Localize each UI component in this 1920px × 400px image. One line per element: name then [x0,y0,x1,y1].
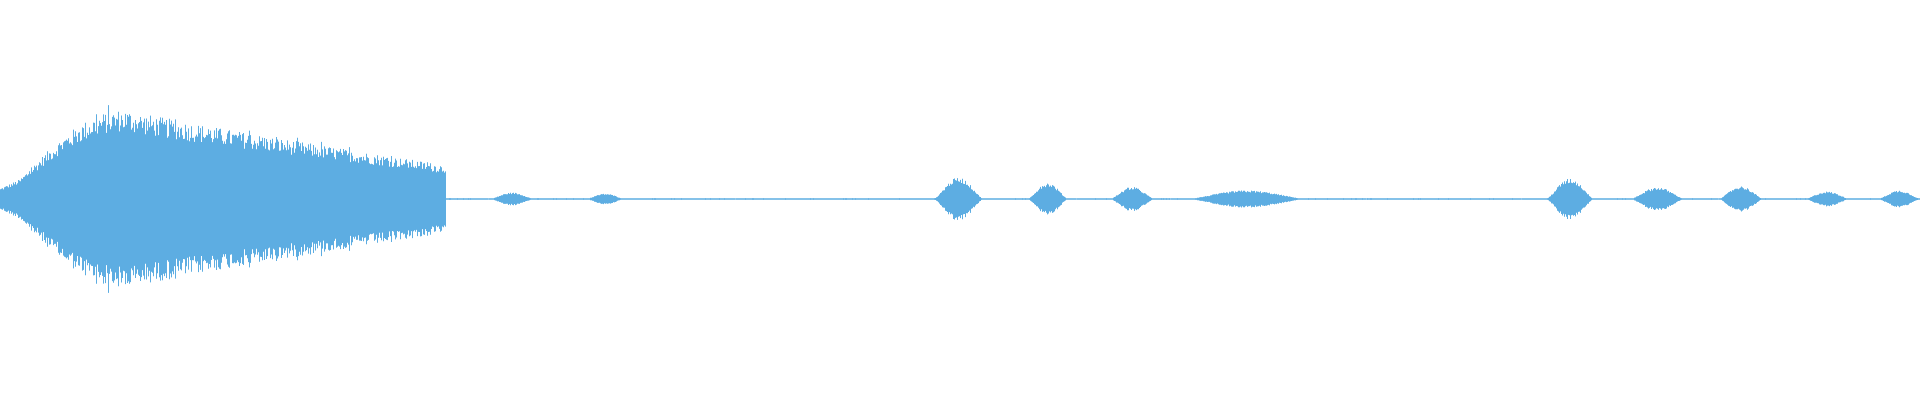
waveform-samples [0,105,1920,293]
waveform-trace [0,105,1920,293]
